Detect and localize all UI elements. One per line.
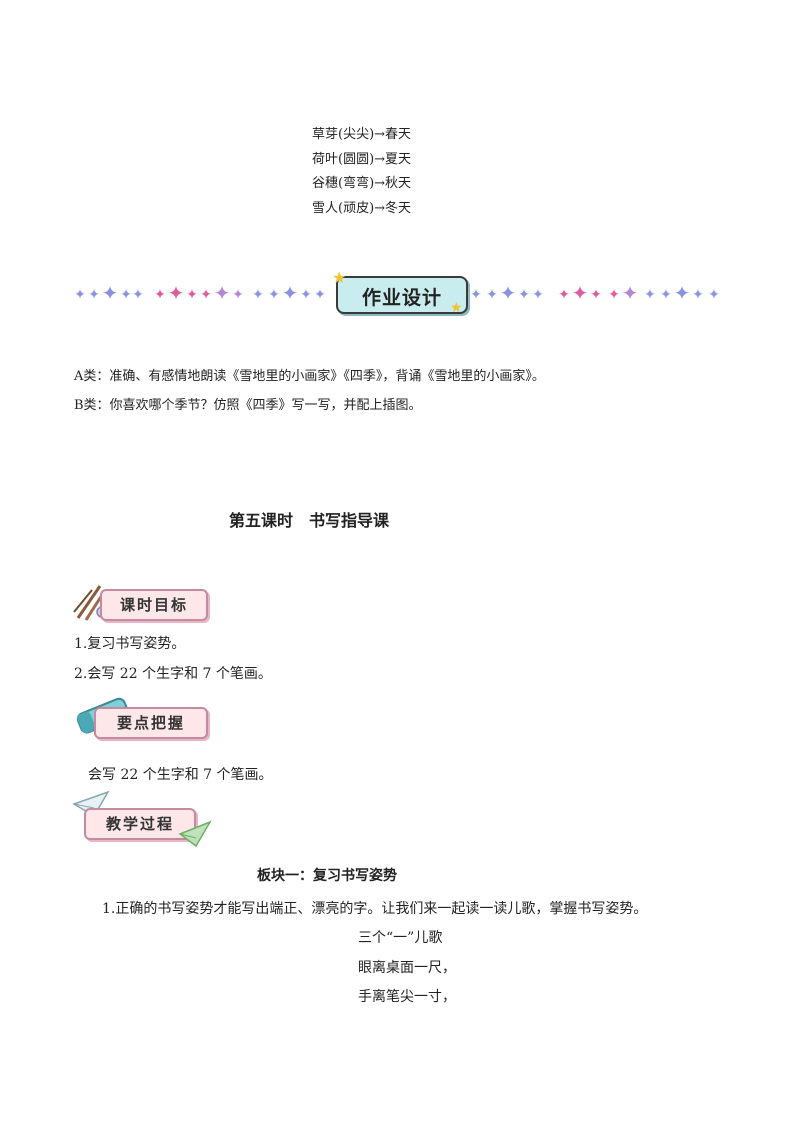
svg-text:✦: ✦ xyxy=(74,287,86,303)
svg-text:✦: ✦ xyxy=(660,287,672,303)
svg-text:✦: ✦ xyxy=(186,287,198,303)
homework-banner: ✦ ✦ ✦ ✦ ✦ ✦ ✦ ✦ ✦ ✦ ✦ ✦ ✦ ✦ ✦ ✦ ✦ ✦ ✦ ✦ … xyxy=(74,268,730,320)
process-badge: 教学过程 xyxy=(84,808,196,840)
svg-text:✦: ✦ xyxy=(252,287,264,303)
sparkle-line-icon: ✦ ✦ ✦ ✦ ✦ ✦ ✦ ✦ ✦ ✦ ✦ ✦ ✦ ✦ ✦ ✦ ✦ ✦ ✦ ✦ … xyxy=(74,281,720,305)
goals-badge: 课时目标 xyxy=(100,589,208,621)
poem-line: 手离笔尖一寸， xyxy=(358,989,456,1005)
svg-text:✦: ✦ xyxy=(486,287,498,303)
svg-text:✦: ✦ xyxy=(314,287,326,303)
goal-item: 2.会写 22 个生字和 7 个笔画。 xyxy=(74,666,272,682)
poem-title: 三个“一”儿歌 xyxy=(358,930,443,946)
svg-text:✦: ✦ xyxy=(154,287,166,303)
svg-text:✦: ✦ xyxy=(214,281,231,305)
svg-text:✦: ✦ xyxy=(120,287,132,303)
goal-item: 1.复习书写姿势。 xyxy=(74,636,186,652)
svg-text:✦: ✦ xyxy=(572,281,589,305)
svg-text:✦: ✦ xyxy=(168,281,185,305)
svg-text:✦: ✦ xyxy=(102,281,119,305)
goals-badge-label: 课时目标 xyxy=(119,596,188,614)
star-icon: ★ xyxy=(450,300,463,316)
season-line: 草芽(尖尖)→春天 xyxy=(312,127,412,142)
key-points-badge-label: 要点把握 xyxy=(116,714,185,732)
paper-plane-icon xyxy=(178,820,212,848)
svg-text:✦: ✦ xyxy=(88,287,100,303)
svg-text:✦: ✦ xyxy=(708,287,720,303)
season-list: 草芽(尖尖)→春天 荷叶(圆圆)→夏天 谷穗(弯弯)→秋天 雪人(顽皮)→冬天 xyxy=(312,123,411,221)
svg-text:✦: ✦ xyxy=(558,287,570,303)
block-title: 板块一：复习书写姿势 xyxy=(257,868,397,884)
svg-text:✦: ✦ xyxy=(132,287,144,303)
process-paragraph: 1.正确的书写姿势才能写出端正、漂亮的字。让我们来一起读一读儿歌，掌握书写姿势。 xyxy=(102,901,648,917)
banner-plaque: 作业设计 xyxy=(336,276,468,314)
key-points-text: 会写 22 个生字和 7 个笔画。 xyxy=(88,767,273,783)
svg-text:✦: ✦ xyxy=(518,287,530,303)
svg-text:✦: ✦ xyxy=(674,281,691,305)
svg-text:✦: ✦ xyxy=(532,287,544,303)
season-line: 雪人(顽皮)→冬天 xyxy=(312,200,412,216)
lesson-title: 第五课时 书写指导课 xyxy=(229,511,390,530)
season-line: 谷穗(弯弯)→秋天 xyxy=(312,176,412,191)
svg-text:✦: ✦ xyxy=(232,287,244,303)
svg-text:✦: ✦ xyxy=(282,281,299,305)
homework-b: B类：你喜欢哪个季节？仿照《四季》写一写，并配上插图。 xyxy=(74,398,422,413)
svg-text:✦: ✦ xyxy=(590,287,602,303)
svg-text:✦: ✦ xyxy=(644,287,656,303)
svg-text:✦: ✦ xyxy=(608,287,620,303)
process-badge-label: 教学过程 xyxy=(105,815,174,833)
svg-text:✦: ✦ xyxy=(622,281,639,305)
svg-text:✦: ✦ xyxy=(200,287,212,303)
banner-title: 作业设计 xyxy=(361,287,442,309)
key-points-badge: 要点把握 xyxy=(94,707,208,739)
svg-text:✦: ✦ xyxy=(470,287,482,303)
svg-text:✦: ✦ xyxy=(692,287,704,303)
star-icon: ★ xyxy=(332,268,347,287)
poem-line: 眼离桌面一尺， xyxy=(358,960,456,976)
homework-a: A类：准确、有感情地朗读《雪地里的小画家》《四季》，背诵《雪地里的小画家》。 xyxy=(74,369,545,384)
svg-text:✦: ✦ xyxy=(300,287,312,303)
svg-text:✦: ✦ xyxy=(268,287,280,303)
season-line: 荷叶(圆圆)→夏天 xyxy=(312,151,412,167)
svg-text:✦: ✦ xyxy=(500,281,517,305)
